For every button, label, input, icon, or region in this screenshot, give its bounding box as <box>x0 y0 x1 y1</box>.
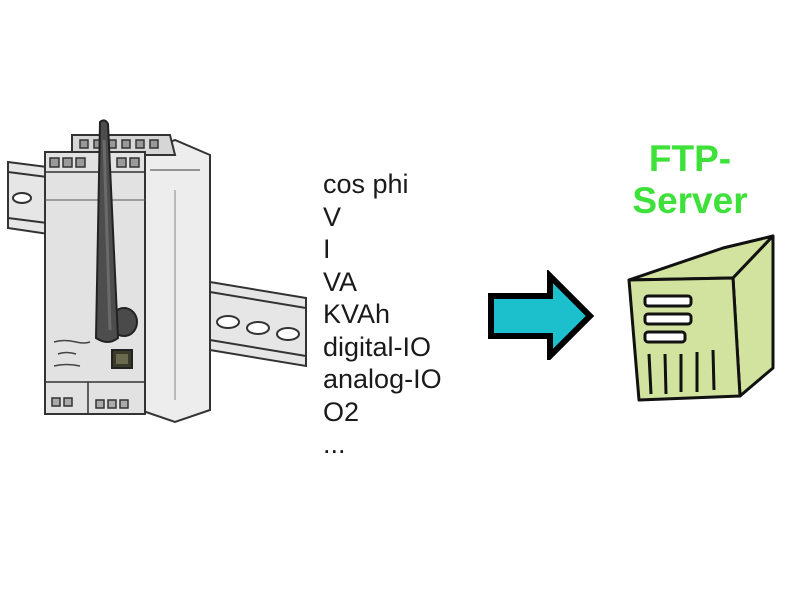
measurement-item: O2 <box>323 396 360 427</box>
right-arrow-icon <box>488 268 595 364</box>
measurement-item: cos phi <box>323 169 409 199</box>
measurement-item: KVAh <box>323 299 391 329</box>
ftp-title-line1: FTP- <box>648 138 732 179</box>
measurement-item: digital-IO <box>323 331 432 362</box>
measurement-list: cos phi V I VA KVAh digital-IO analog-IO… <box>323 168 442 461</box>
ftp-server <box>625 228 775 403</box>
measurement-item: I <box>323 234 331 264</box>
energy-meter-device-with-antenna-icon <box>7 119 307 424</box>
din-rail-right <box>209 280 307 368</box>
measurement-item: V <box>323 201 342 232</box>
measurement-item: VA <box>323 266 358 297</box>
energy-meter-device <box>0 110 320 430</box>
server-vents <box>647 349 716 395</box>
drive-bay <box>643 330 687 344</box>
device-front <box>44 151 146 415</box>
ftp-server-title: FTP- Server <box>600 138 780 222</box>
server-tower-icon <box>627 234 775 402</box>
flow-arrow <box>486 268 596 364</box>
drive-bay <box>643 294 693 308</box>
drive-bay <box>643 312 693 326</box>
measurement-item: ... <box>323 429 346 459</box>
measurement-item: analog-IO <box>323 364 442 394</box>
ftp-title-line2: Server <box>632 180 748 221</box>
device-label <box>53 339 91 367</box>
